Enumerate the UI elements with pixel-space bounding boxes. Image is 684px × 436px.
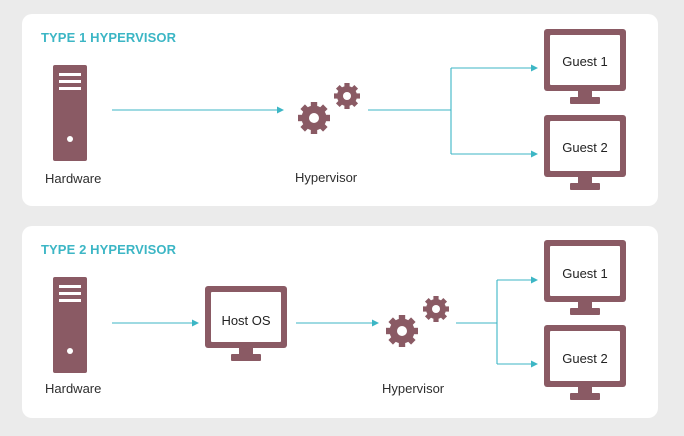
type2-hostos-label: Host OS [221,313,270,328]
type2-hardware-label: Hardware [45,381,101,396]
type2-arrowhead-guest1 [531,276,538,284]
type1-title: TYPE 1 HYPERVISOR [41,30,177,45]
type2-gears-icon [386,296,449,347]
type1-hardware-icon [53,65,87,161]
type2-arrowhead-1 [192,319,199,327]
type2-guest2-label: Guest 2 [562,351,608,366]
type1-arrowhead-guest1 [531,64,538,72]
type2-hardware-icon [53,277,87,373]
type1-arrowhead-guest2 [531,150,538,158]
type2-arrowhead-2 [372,319,379,327]
type2-title: TYPE 2 HYPERVISOR [41,242,177,257]
type1-hardware-label: Hardware [45,171,101,186]
type2-guest1-label: Guest 1 [562,266,608,281]
type2-hypervisor-label: Hypervisor [382,381,445,396]
type1-gears-icon [298,83,360,134]
type1-guest1-label: Guest 1 [562,54,608,69]
type1-arrowhead-1 [277,106,284,114]
type2-arrowhead-guest2 [531,360,538,368]
type1-guest2-label: Guest 2 [562,140,608,155]
type1-hypervisor-label: Hypervisor [295,170,358,185]
